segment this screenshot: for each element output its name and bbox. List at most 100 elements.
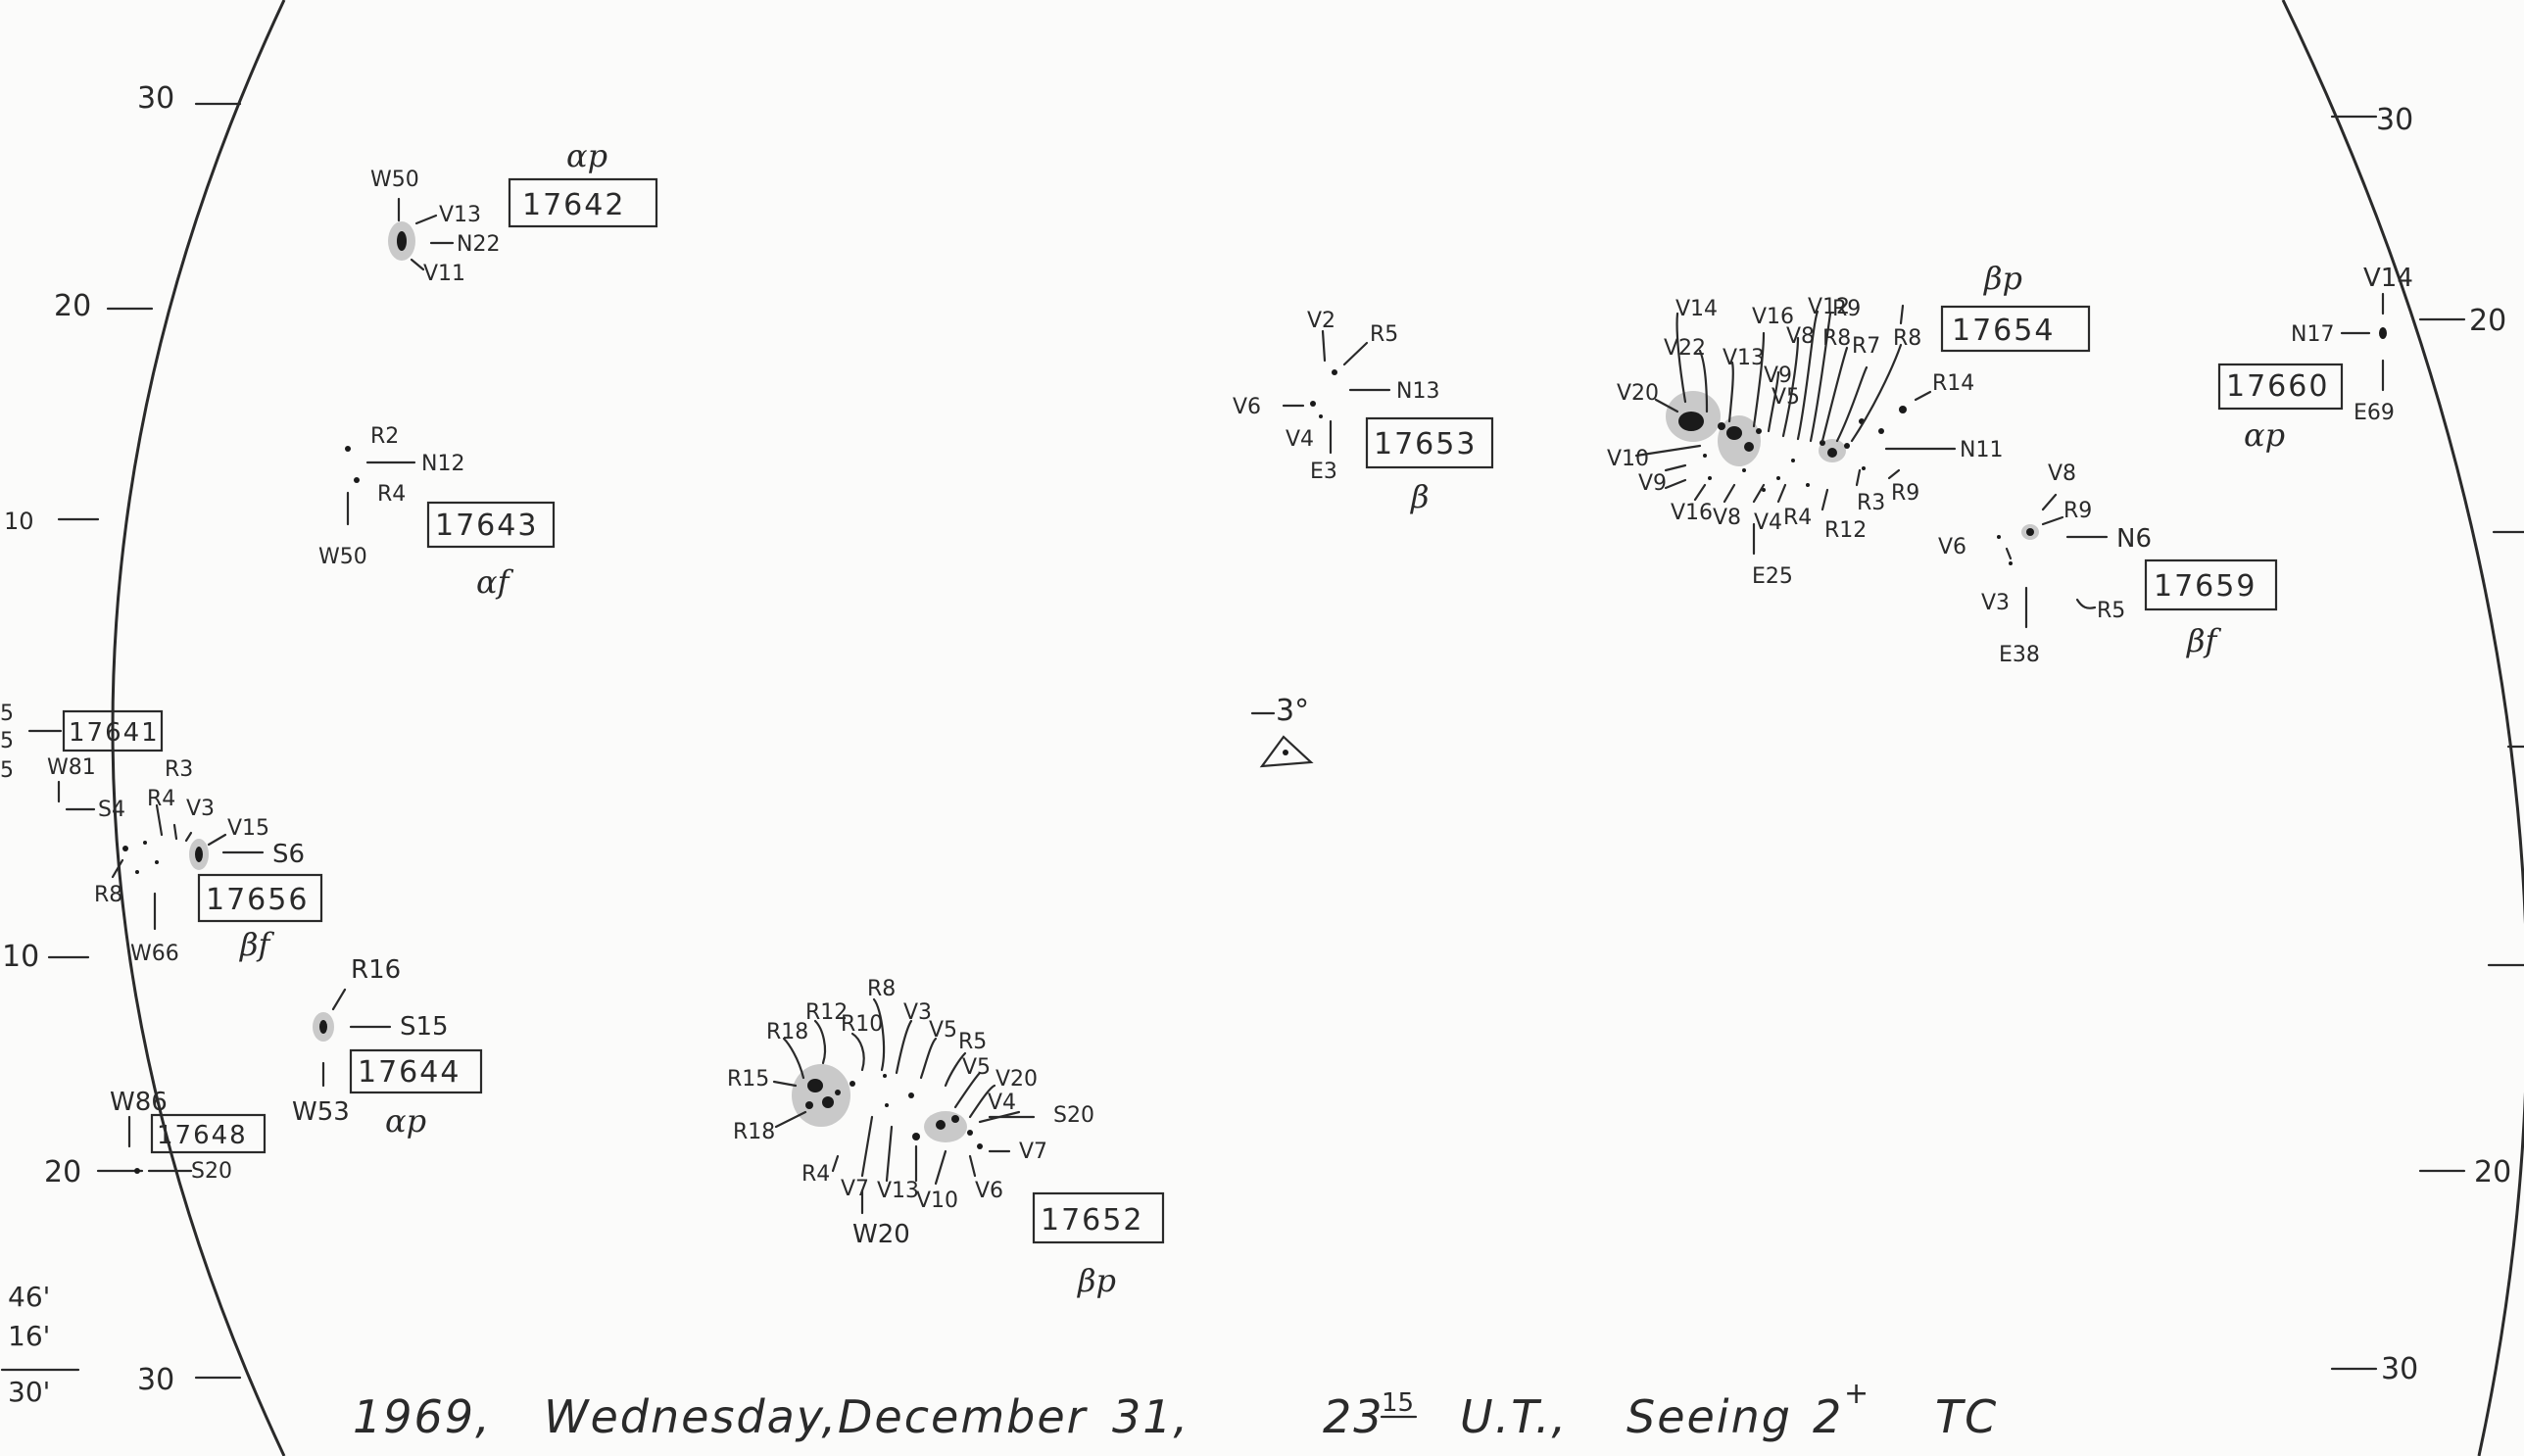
- footer-observer: TC: [1935, 1390, 1998, 1443]
- region-box: [2144, 558, 2278, 611]
- spot-label: R12: [805, 1000, 848, 1025]
- spot-label: R9: [2063, 499, 2092, 523]
- spot-label: S20: [1053, 1103, 1094, 1128]
- right-latitude-scale: 30 20 20 30: [2330, 103, 2524, 1386]
- footer-time-hours: 23: [1323, 1390, 1384, 1443]
- spot-label: R18: [733, 1120, 775, 1144]
- spot-label: V8: [1713, 506, 1741, 530]
- region-box: [426, 501, 556, 549]
- footer-seeing-label: Seeing: [1626, 1390, 1792, 1443]
- tick-left-30-south: 30: [137, 1363, 174, 1397]
- spot-label: V4: [988, 1091, 1016, 1115]
- spot-label: V7: [841, 1177, 869, 1201]
- spot-label: R4: [801, 1162, 830, 1187]
- spot-label: R8: [1893, 326, 1921, 351]
- spot-label: V8: [2048, 461, 2076, 486]
- region-number: 17642: [522, 188, 625, 222]
- spot-label: V20: [1617, 381, 1659, 406]
- spot-label: R10: [841, 1012, 883, 1037]
- spot-label: R14: [1932, 371, 1974, 396]
- spot-label: R4: [147, 787, 175, 811]
- footer-caption: 1969, Wednesday, December 31, 23 15 U.T.…: [353, 1377, 1998, 1443]
- spot-label: E3: [1310, 460, 1337, 484]
- tick-right-30-south: 30: [2381, 1352, 2418, 1386]
- spot-label: W66: [130, 942, 179, 966]
- region-box: [349, 1048, 483, 1094]
- region-number: 17653: [1374, 427, 1477, 461]
- region-17644: R16 S15 W53 17644 αp: [292, 955, 483, 1140]
- spot-label: W81: [47, 755, 96, 780]
- tick-right-20-north: 20: [2469, 304, 2506, 338]
- spot-label: N13: [1396, 379, 1439, 404]
- center-label: 3°: [1276, 694, 1309, 728]
- region-class: βp: [1983, 260, 2022, 297]
- tick-right-20-south: 20: [2474, 1155, 2511, 1189]
- edge-fragment: 5: [0, 702, 14, 726]
- solar-limb-right: [2281, 0, 2524, 1456]
- region-box: [1940, 305, 2091, 353]
- footer-seeing-value: 2: [1813, 1390, 1843, 1443]
- spot-label: R15: [727, 1067, 769, 1092]
- solar-limb-left: [111, 0, 286, 1456]
- footer-year: 1969,: [353, 1390, 492, 1443]
- spot-label: W53: [292, 1097, 350, 1127]
- spot-label: N12: [421, 452, 464, 476]
- spot-label: V14: [2363, 264, 2413, 293]
- region-box: [62, 709, 164, 752]
- spot-label: R4: [1783, 506, 1812, 530]
- spot-label: R9: [1891, 481, 1919, 506]
- region-number: 17643: [435, 509, 538, 543]
- region-number: 17659: [2154, 569, 2257, 604]
- region-17653: V2 R5 N13 V6 V4 E3 17653 β: [1233, 309, 1494, 515]
- region-17641: 17641: [27, 709, 164, 752]
- region-class: αp: [2244, 416, 2285, 454]
- edge-fragment: 5: [0, 729, 14, 753]
- region-17643: R2 N12 R4 W50 17643 αf: [318, 424, 556, 601]
- spot-label: V6: [1233, 395, 1261, 419]
- region-class: β: [1410, 478, 1430, 515]
- region-17660: V14 N17 E69 17660 αp: [2217, 264, 2413, 454]
- spot-label: V10: [1607, 447, 1649, 471]
- spot-label: V15: [227, 816, 269, 841]
- region-number: 17660: [2226, 369, 2329, 404]
- region-17652: R18 R12 R8 R10 V3 V5 R5 V5 V20 V4 S20 R1…: [727, 977, 1165, 1299]
- region-17656: W81 S4 R3 R4 V3 V15 S6 R8 W66 17656 βf: [47, 755, 323, 966]
- center-triangle: [1259, 735, 1314, 768]
- region-17659: V8 R9 N6 V6 V3 R5 E38 17659 βf: [1938, 461, 2278, 667]
- region-box: [1032, 1191, 1165, 1244]
- region-box: [508, 177, 658, 228]
- tick-left-10-north: 10: [4, 508, 34, 535]
- spot-label: V14: [1675, 297, 1718, 321]
- center-marker: 3°: [1250, 694, 1314, 768]
- spot-label: V22: [1664, 336, 1706, 361]
- spot-label: V7: [1019, 1140, 1047, 1164]
- spot-label: V12: [1808, 295, 1850, 319]
- region-box: [150, 1113, 267, 1154]
- region-class: βf: [2186, 622, 2222, 659]
- region-number: 17654: [1952, 314, 2055, 348]
- spot-label: V16: [1752, 305, 1794, 329]
- spot-label: R3: [165, 757, 193, 782]
- spot-label: V4: [1754, 510, 1782, 535]
- spot-label: S15: [400, 1012, 449, 1042]
- spot-label: V11: [423, 262, 465, 286]
- spot-label: V20: [995, 1067, 1038, 1092]
- spot-label: R2: [370, 424, 399, 449]
- region-class: αp: [385, 1102, 426, 1140]
- spot-label: S4: [98, 798, 125, 822]
- spot-label: R4: [377, 482, 406, 507]
- region-class: βf: [239, 926, 275, 963]
- spot-label: R3: [1857, 491, 1885, 515]
- spot-label: V6: [1938, 535, 1966, 559]
- region-number: 17644: [358, 1055, 461, 1090]
- spot-label: N11: [1960, 438, 2003, 462]
- region-number: 17648: [157, 1121, 248, 1150]
- spot-label: V13: [1723, 346, 1765, 370]
- region-17654: V14 V16 V12 R9 V22 V13 V8 R8 R7 R8 V9 V5…: [1607, 260, 2091, 589]
- margin-note: 30': [8, 1376, 50, 1408]
- margin-note: 16': [8, 1320, 50, 1352]
- spot-label: R8: [1822, 326, 1851, 351]
- spot-label: N22: [457, 232, 500, 257]
- spot-label: V3: [903, 1000, 932, 1025]
- spot-label: W20: [852, 1220, 910, 1249]
